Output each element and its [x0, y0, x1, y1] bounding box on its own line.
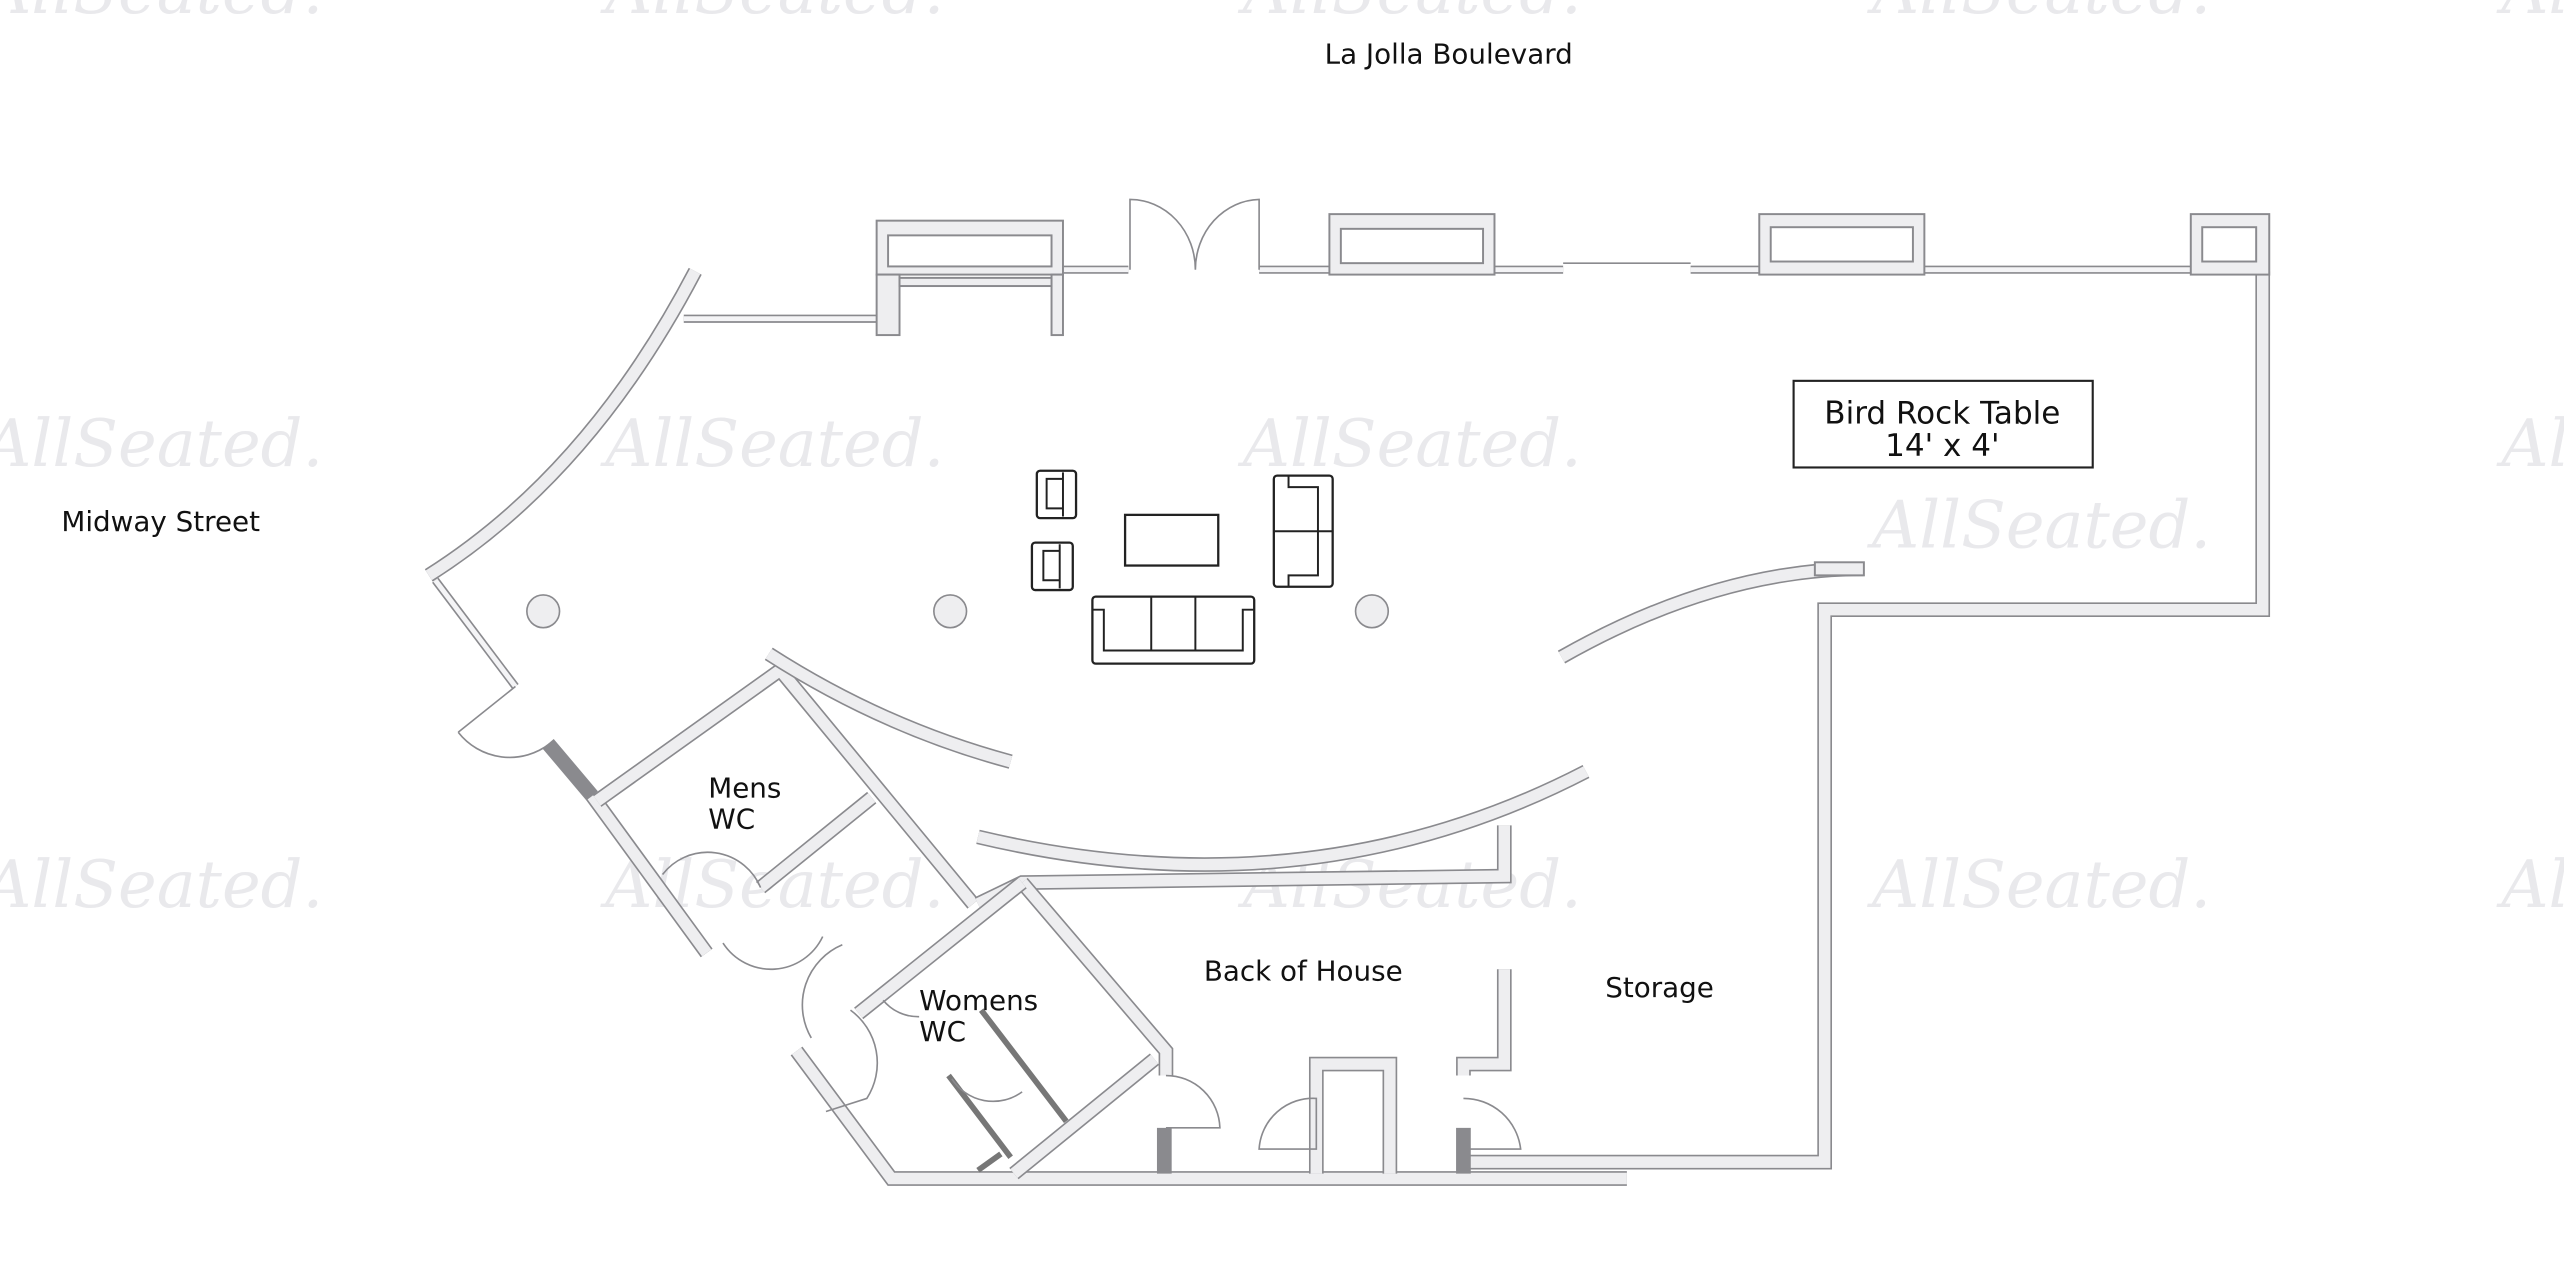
watermark: AllSeated. — [0, 406, 323, 482]
watermark: AllSeated. — [0, 0, 323, 29]
coffee-table[interactable] — [1123, 513, 1220, 567]
window-bays — [875, 213, 2271, 577]
watermark: AllSeated. — [2496, 847, 2564, 923]
walls — [424, 267, 2271, 1186]
room-label-womens-wc: WC — [919, 1015, 966, 1048]
watermark: AllSeated. — [1867, 847, 2211, 923]
column — [526, 594, 561, 629]
room-label-womens: Womens — [919, 984, 1038, 1017]
watermark: AllSeated. — [600, 0, 944, 29]
lounge-furniture[interactable] — [1030, 469, 1334, 665]
doors — [457, 198, 1522, 1150]
bird-rock-table[interactable]: Bird Rock Table 14' x 4' — [1792, 379, 2094, 469]
watermarks: AllSeated. AllSeated. AllSeated. AllSeat… — [0, 0, 2564, 923]
room-label-storage: Storage — [1605, 971, 1714, 1004]
street-label-left: Midway Street — [61, 505, 260, 538]
watermark: AllSeated. — [2496, 0, 2564, 29]
table-size: 14' x 4' — [1885, 428, 1999, 464]
watermark: AllSeated. — [2496, 406, 2564, 482]
armchair[interactable] — [1035, 469, 1078, 520]
column — [1354, 594, 1390, 629]
street-label-top: La Jolla Boulevard — [1325, 38, 1573, 71]
table-name: Bird Rock Table — [1824, 395, 2060, 431]
watermark: AllSeated. — [1867, 488, 2211, 564]
watermark: AllSeated. — [0, 847, 323, 923]
watermark: AllSeated. — [600, 406, 944, 482]
sofa[interactable] — [1091, 595, 1256, 665]
column — [933, 594, 968, 629]
watermark: AllSeated. — [1238, 406, 1582, 482]
columns — [526, 594, 1390, 629]
armchair[interactable] — [1030, 541, 1074, 592]
room-label-mens-wc: WC — [708, 803, 755, 836]
watermark: AllSeated. — [1238, 0, 1582, 29]
room-label-mens: Mens — [708, 772, 781, 805]
room-label-back-of-house: Back of House — [1204, 955, 1403, 988]
watermark: AllSeated. — [1867, 0, 2211, 29]
